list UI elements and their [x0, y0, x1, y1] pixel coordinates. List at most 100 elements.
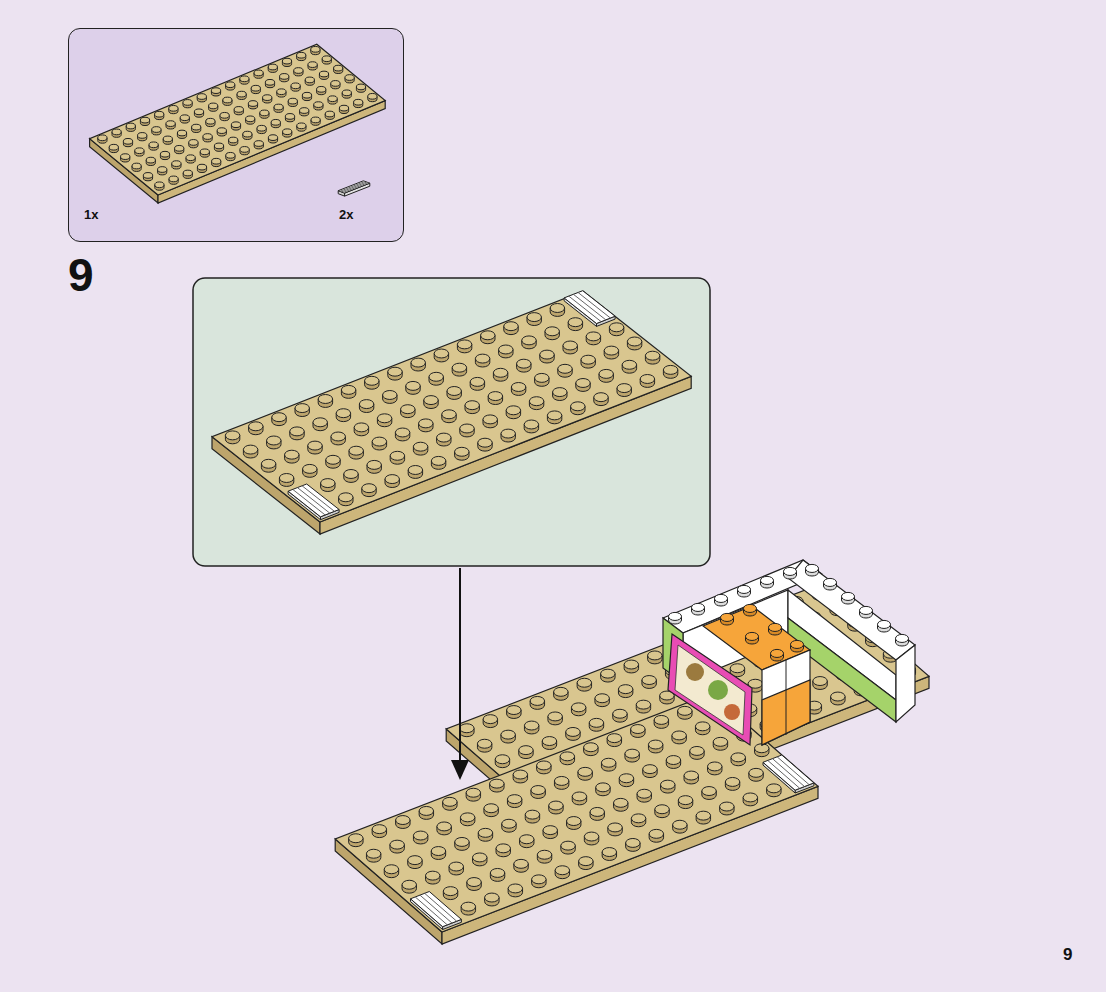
stud	[419, 419, 433, 428]
tile	[288, 484, 339, 517]
stud	[666, 756, 680, 765]
stud	[396, 816, 410, 825]
stud	[331, 81, 340, 87]
stud	[155, 182, 164, 188]
stud	[372, 437, 386, 446]
stud	[192, 124, 201, 130]
stud	[305, 77, 314, 83]
stud	[485, 893, 499, 902]
stud	[460, 724, 474, 733]
stud	[160, 151, 169, 157]
stud	[158, 167, 167, 173]
stud	[268, 64, 277, 70]
stud	[599, 369, 613, 378]
stud	[654, 716, 668, 725]
stud	[413, 442, 427, 451]
stud	[643, 765, 657, 774]
stud	[490, 868, 504, 877]
stud	[473, 853, 487, 862]
stud	[177, 130, 186, 136]
plate-illustration	[212, 291, 691, 534]
stud	[488, 392, 502, 401]
stud	[661, 780, 675, 789]
stud	[784, 567, 797, 575]
stud	[336, 409, 350, 418]
stud	[746, 632, 759, 640]
stud	[567, 817, 581, 826]
parts-panel: 1x2x	[68, 28, 404, 242]
stud	[140, 117, 149, 123]
stud	[254, 141, 263, 147]
stud	[240, 147, 249, 153]
stud	[604, 346, 618, 355]
stud	[443, 797, 457, 806]
stud	[314, 102, 323, 108]
stud	[411, 358, 425, 367]
stud	[761, 576, 774, 584]
stud	[138, 133, 147, 139]
stud	[631, 814, 645, 823]
stud	[452, 363, 466, 372]
stud	[461, 902, 475, 911]
stud	[554, 776, 568, 785]
stud	[149, 142, 158, 148]
tile	[763, 755, 814, 790]
stud	[692, 603, 705, 611]
tile-groove	[425, 893, 457, 921]
stud	[537, 761, 551, 770]
stud	[123, 138, 132, 144]
stud	[601, 758, 615, 767]
stud	[475, 354, 489, 363]
stud	[619, 774, 633, 783]
stud	[519, 746, 533, 755]
stud	[257, 125, 266, 131]
stud	[271, 119, 280, 125]
stud	[579, 857, 593, 866]
stud	[609, 323, 623, 332]
stud	[532, 875, 546, 884]
stud	[554, 777, 568, 786]
stud	[654, 715, 668, 724]
stud	[550, 304, 564, 313]
tile-groove	[578, 292, 610, 318]
stud	[625, 749, 639, 758]
stud	[507, 795, 521, 804]
stud	[465, 401, 479, 410]
stud	[437, 822, 451, 831]
stud	[708, 762, 722, 771]
stud	[237, 91, 246, 97]
stud	[313, 418, 327, 427]
stud	[506, 406, 520, 415]
stud	[495, 755, 509, 764]
tile-groove	[340, 181, 365, 191]
stud	[648, 740, 662, 749]
stud	[342, 90, 351, 96]
stud	[566, 727, 580, 736]
stud	[578, 768, 592, 777]
stud	[715, 594, 728, 602]
plate-top	[212, 291, 691, 522]
stud	[339, 105, 348, 111]
stud	[655, 805, 669, 814]
stud	[560, 752, 574, 761]
tile-groove	[569, 296, 601, 322]
stud	[234, 107, 243, 113]
stud	[690, 746, 704, 755]
stud	[572, 792, 586, 801]
stud	[791, 640, 804, 648]
stud	[627, 337, 641, 346]
stud	[625, 749, 639, 758]
page-number: 9	[1063, 946, 1072, 963]
stud	[678, 706, 692, 715]
stud	[648, 651, 662, 660]
stud	[725, 777, 739, 786]
stud	[325, 111, 334, 117]
stud	[212, 158, 221, 164]
stud	[349, 446, 363, 455]
stud	[684, 771, 698, 780]
stud	[478, 438, 492, 447]
stud	[555, 866, 569, 875]
stud	[132, 163, 141, 169]
stud	[607, 734, 621, 743]
stud	[341, 385, 355, 394]
